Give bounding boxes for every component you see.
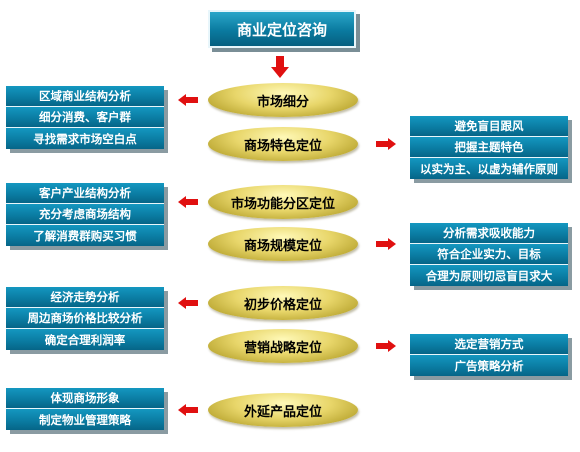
right-group-1: 避免盲目跟风 把握主题特色 以实为主、以虚为辅作原则: [410, 116, 568, 179]
right-group-1-item: 把握主题特色: [410, 137, 568, 158]
step-market-segmentation: 市场细分: [208, 83, 358, 117]
left-group-2-item: 客户产业结构分析: [6, 183, 164, 204]
left-group-2-item: 了解消费群购买习惯: [6, 225, 164, 246]
arrow-right-icon: [376, 138, 396, 150]
left-group-4-item: 制定物业管理策略: [6, 409, 164, 430]
left-group-3-item: 经济走势分析: [6, 287, 164, 308]
right-group-1-item: 以实为主、以虚为辅作原则: [410, 158, 568, 179]
step-extended-products: 外延产品定位: [208, 393, 358, 427]
left-group-3-item: 周边商场价格比较分析: [6, 308, 164, 329]
right-group-3-item: 选定营销方式: [410, 334, 568, 355]
down-arrow-icon: [271, 56, 289, 78]
right-group-2: 分析需求吸收能力 符合企业实力、目标 合理为原则切忌盲目求大: [410, 223, 568, 286]
left-group-3-item: 确定合理利润率: [6, 329, 164, 350]
right-group-1-item: 避免盲目跟风: [410, 116, 568, 137]
arrow-left-icon: [178, 297, 198, 309]
left-group-1: 区域商业结构分析 细分消费、客户群 寻找需求市场空白点: [6, 86, 164, 149]
diagram-title: 商业定位咨询: [208, 10, 356, 48]
left-group-1-item: 区域商业结构分析: [6, 86, 164, 107]
step-functional-zoning: 市场功能分区定位: [208, 185, 358, 219]
arrow-right-icon: [376, 340, 396, 352]
step-scale-positioning: 商场规模定位: [208, 227, 358, 261]
arrow-left-icon: [178, 404, 198, 416]
left-group-1-item: 寻找需求市场空白点: [6, 128, 164, 149]
left-group-4-item: 体现商场形象: [6, 388, 164, 409]
arrow-right-icon: [376, 238, 396, 250]
arrow-left-icon: [178, 196, 198, 208]
left-group-3: 经济走势分析 周边商场价格比较分析 确定合理利润率: [6, 287, 164, 350]
left-group-4: 体现商场形象 制定物业管理策略: [6, 388, 164, 430]
left-group-1-item: 细分消费、客户群: [6, 107, 164, 128]
step-price-positioning: 初步价格定位: [208, 286, 358, 320]
step-feature-positioning: 商场特色定位: [208, 127, 358, 161]
left-group-2-item: 充分考虑商场结构: [6, 204, 164, 225]
right-group-3-item: 广告策略分析: [410, 355, 568, 376]
arrow-left-icon: [178, 94, 198, 106]
left-group-2: 客户产业结构分析 充分考虑商场结构 了解消费群购买习惯: [6, 183, 164, 246]
right-group-2-item: 分析需求吸收能力: [410, 223, 568, 244]
right-group-2-item: 合理为原则切忌盲目求大: [410, 265, 568, 286]
step-marketing-strategy: 营销战略定位: [208, 329, 358, 363]
right-group-3: 选定营销方式 广告策略分析: [410, 334, 568, 376]
right-group-2-item: 符合企业实力、目标: [410, 244, 568, 265]
